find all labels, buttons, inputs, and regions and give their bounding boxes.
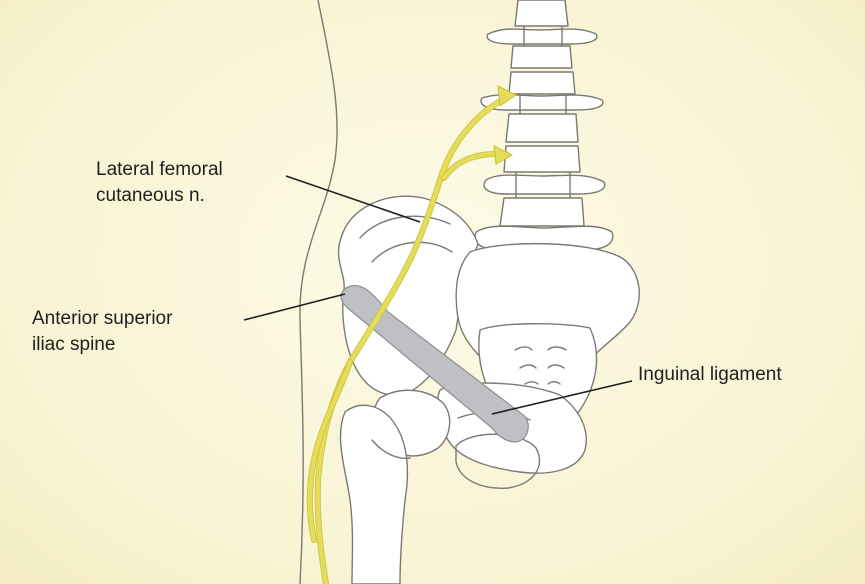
femur [340,390,449,584]
label-asis-line2: iliac spine [32,332,172,358]
label-anterior-superior-iliac-spine: Anterior superior iliac spine [32,306,172,358]
label-lateral-femoral-line1: Lateral femoral [96,157,223,183]
label-lateral-femoral-line2: cutaneous n. [96,183,223,209]
label-lateral-femoral-cutaneous: Lateral femoral cutaneous n. [96,157,223,209]
label-asis-line1: Anterior superior [32,306,172,332]
lumbar-spine [475,0,613,250]
label-inguinal-ligament: Inguinal ligament [638,362,782,388]
leader-asis [244,294,345,320]
